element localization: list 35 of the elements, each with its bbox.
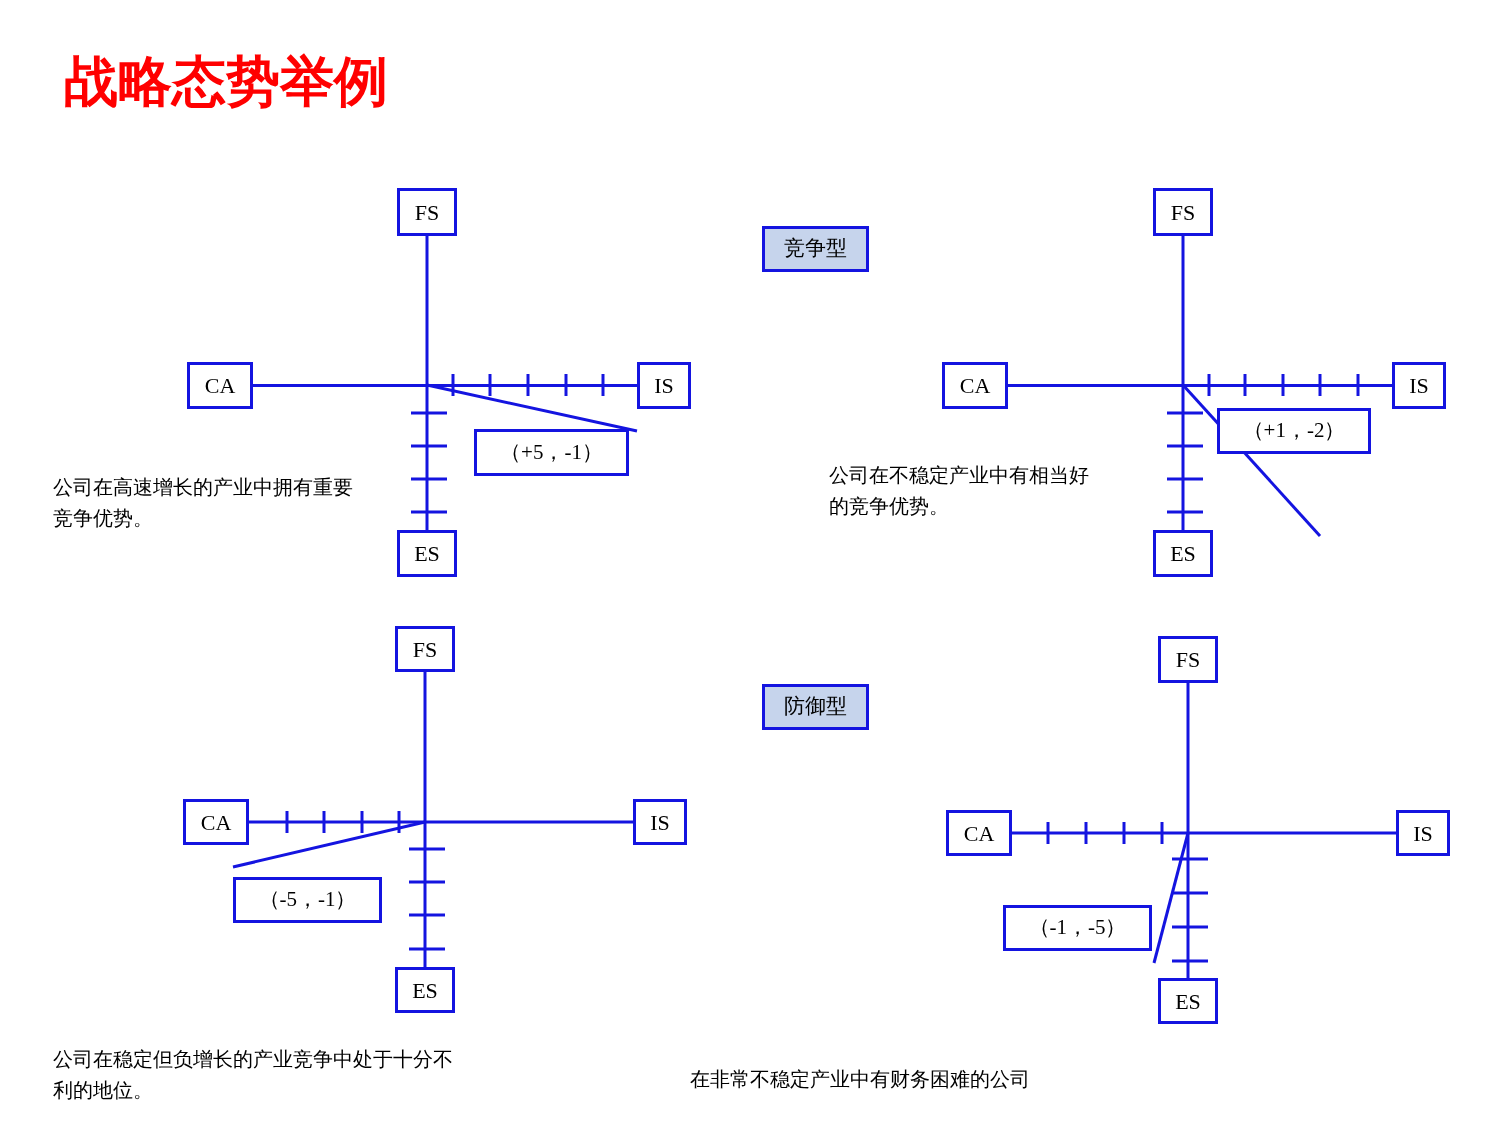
description-text: 公司在稳定但负增长的产业竞争中处于十分不利的地位。 bbox=[53, 1047, 454, 1103]
coordinate-box: （+1，-2） bbox=[1217, 408, 1371, 454]
axis-label-box: IS bbox=[1392, 362, 1446, 409]
description-text: 在非常不稳定产业中有财务困难的公司 bbox=[690, 1067, 1031, 1092]
axis-line bbox=[1181, 236, 1185, 530]
axis-label-box: CA bbox=[946, 810, 1012, 856]
axis-label-box: FS bbox=[397, 188, 457, 236]
coordinate-box: （-5，-1） bbox=[233, 877, 382, 923]
axis-label-box: CA bbox=[942, 362, 1008, 409]
axis-label-box: IS bbox=[637, 362, 691, 409]
strategy-type-box: 竞争型 bbox=[762, 226, 869, 272]
axis-label-box: FS bbox=[395, 626, 455, 672]
axis-line bbox=[1012, 831, 1396, 835]
axis-label-box: ES bbox=[1153, 530, 1213, 577]
description-text: 公司在不稳定产业中有相当好的竞争优势。 bbox=[829, 463, 1090, 519]
description-text: 公司在高速增长的产业中拥有重要竞争优势。 bbox=[53, 475, 354, 531]
axis-label-box: FS bbox=[1153, 188, 1213, 236]
axis-line bbox=[425, 236, 429, 530]
axis-label-box: CA bbox=[183, 799, 249, 845]
coordinate-box: （+5，-1） bbox=[474, 429, 629, 476]
axis-label-box: ES bbox=[397, 530, 457, 577]
axis-label-box: IS bbox=[633, 799, 687, 845]
coordinate-box: （-1，-5） bbox=[1003, 905, 1152, 951]
axis-line bbox=[253, 384, 637, 387]
axis-line bbox=[1186, 683, 1190, 978]
axis-label-box: IS bbox=[1396, 810, 1450, 856]
axis-line bbox=[249, 820, 633, 824]
axis-label-box: CA bbox=[187, 362, 253, 409]
axis-label-box: FS bbox=[1158, 636, 1218, 683]
axis-line bbox=[1008, 384, 1392, 387]
title: 战略态势举例 bbox=[64, 49, 388, 115]
axis-line bbox=[423, 672, 427, 967]
axis-label-box: ES bbox=[1158, 978, 1218, 1024]
strategy-type-box: 防御型 bbox=[762, 684, 869, 730]
axis-label-box: ES bbox=[395, 967, 455, 1013]
